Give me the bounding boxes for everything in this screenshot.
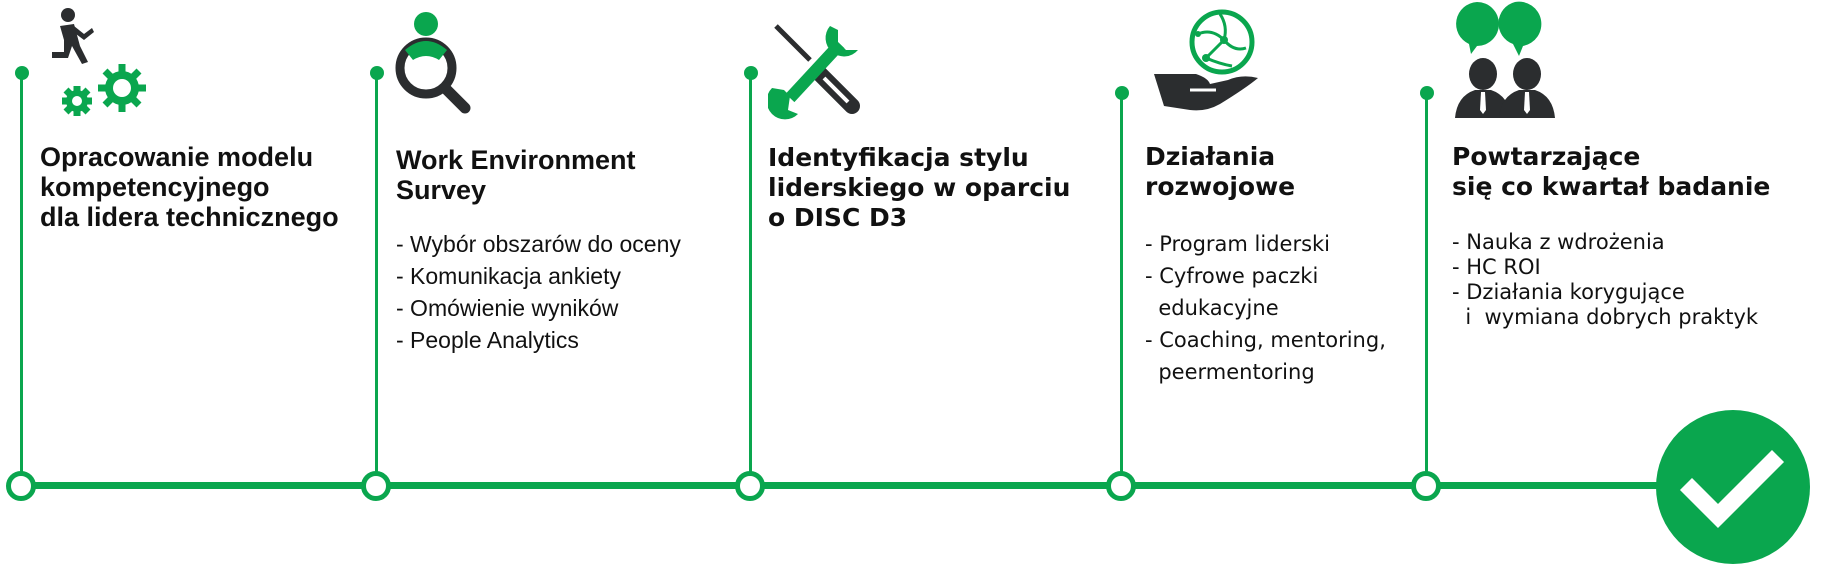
timeline-node-5 (1411, 471, 1441, 501)
list-item: - Program liderski (1145, 232, 1331, 256)
list-item: - Cyfrowe paczki (1145, 264, 1319, 288)
timeline-stem-3 (749, 73, 752, 473)
two-people-speech-icon (1455, 1, 1555, 118)
step-1-title: Opracowanie modelu kompetencyjnego dla l… (40, 142, 339, 232)
step-5-title-line: Powtarzające (1452, 142, 1641, 171)
step-5-list: - Nauka z wdrożenia - HC ROI - Działania… (1452, 230, 1758, 330)
step-3-title-line: liderskiego w oparciu (768, 173, 1071, 202)
list-item: - HC ROI (1452, 255, 1541, 279)
checkmark-icon (1679, 449, 1785, 529)
step-1-title-line: Opracowanie modelu (40, 142, 314, 172)
list-item: - Komunikacja ankiety (396, 263, 621, 289)
timeline-stem-5 (1425, 93, 1428, 473)
person-search-icon (395, 12, 471, 114)
timeline-top-dot-4 (1115, 86, 1129, 100)
timeline-node-3 (735, 471, 765, 501)
step-5-title-line: się co kwartał badanie (1452, 172, 1771, 201)
finish-check-badge (1656, 410, 1810, 564)
step-2-title-line: Work Environment (396, 145, 636, 175)
timeline-stem-2 (375, 73, 378, 473)
list-item: - Działania korygujące (1452, 280, 1685, 304)
timeline-stem-4 (1120, 93, 1123, 473)
step-2-title-line: Survey (396, 175, 487, 205)
wrench-screwdriver-icon (768, 24, 860, 120)
step-5-title: Powtarzające się co kwartał badanie (1452, 142, 1770, 202)
list-item: - Omówienie wyników (396, 295, 619, 321)
list-item: - Coaching, mentoring, (1145, 328, 1386, 352)
timeline-node-2 (361, 471, 391, 501)
step-3-title-line: o DISC D3 (768, 203, 908, 232)
step-4-title-line: Działania (1145, 142, 1276, 171)
list-item: - Nauka z wdrożenia (1452, 230, 1665, 254)
runner-gears-icon (52, 8, 146, 116)
timeline-node-4 (1106, 471, 1136, 501)
step-3-title: Identyfikacja stylu liderskiego w oparci… (768, 143, 1070, 233)
step-2-list: - Wybór obszarów do oceny - Komunikacja … (396, 228, 681, 356)
timeline-top-dot-2 (370, 66, 384, 80)
list-item: - Wybór obszarów do oceny (396, 231, 681, 257)
step-4-title-line: rozwojowe (1145, 172, 1296, 201)
list-item: edukacyjne (1145, 296, 1279, 320)
timeline-node-1 (6, 471, 36, 501)
step-1-title-line: dla lidera technicznego (40, 202, 339, 232)
list-item: i wymiana dobrych praktyk (1452, 305, 1759, 329)
list-item: - People Analytics (396, 327, 579, 353)
timeline-top-dot-5 (1420, 86, 1434, 100)
step-1-title-line: kompetencyjnego (40, 172, 270, 202)
step-4-list: - Program liderski - Cyfrowe paczki eduk… (1145, 228, 1386, 388)
timeline-stem-1 (20, 73, 23, 473)
step-3-title-line: Identyfikacja stylu (768, 143, 1029, 172)
list-item: peermentoring (1145, 360, 1315, 384)
timeline-top-dot-1 (15, 66, 29, 80)
timeline-top-dot-3 (744, 66, 758, 80)
step-2-title: Work Environment Survey (396, 145, 636, 205)
hand-globe-icon (1154, 9, 1258, 111)
timeline-line (21, 482, 1681, 489)
step-4-title: Działania rozwojowe (1145, 142, 1295, 202)
